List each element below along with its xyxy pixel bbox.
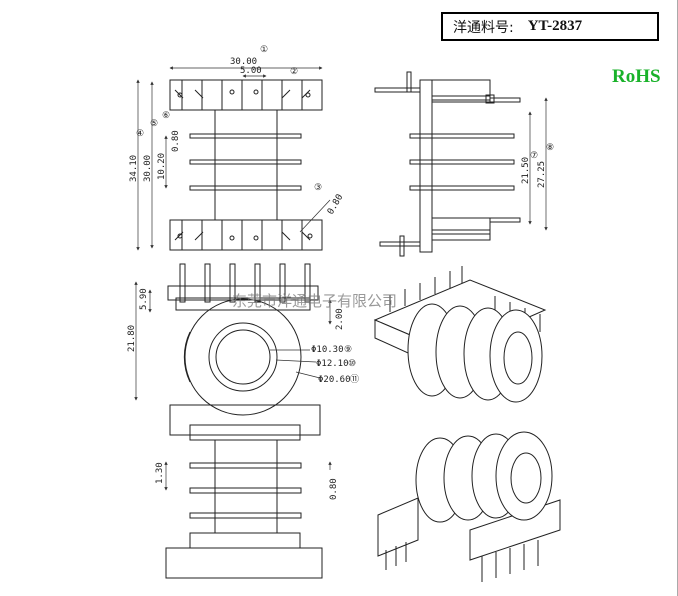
dim-flange-thick-top: 0.80 (171, 130, 181, 152)
dim-bore-d1: Φ10.30 (311, 345, 344, 355)
callout-1: ① (260, 45, 268, 55)
callout-7: ⑦ (530, 151, 538, 161)
dim-top-width: 30.00 (230, 57, 257, 67)
top-view-lower-rail (169, 219, 323, 251)
front-view (167, 263, 319, 416)
iso-view-lower (377, 431, 561, 582)
dim-flange-gap: 10.20 (157, 153, 167, 180)
front-view-bore (215, 329, 271, 385)
top-view-pin-slots (174, 80, 313, 250)
front-view-base (167, 285, 319, 301)
part-number-value: YT-2837 (527, 18, 583, 34)
callout-3: ③ (314, 183, 322, 193)
iso-lower-pins (385, 540, 539, 582)
side-view (374, 71, 521, 257)
dim-front-flange-thick: 2.00 (335, 308, 345, 330)
side-view-pin-legs (374, 87, 421, 247)
dim-bore-d3: Φ20.60 (318, 375, 351, 385)
front-view-outer-flange (184, 298, 302, 416)
callout-11: ⑪ (350, 374, 359, 385)
bottom-view-flanges (189, 462, 302, 519)
callout-9: ⑨ (344, 345, 352, 355)
front-view-dims (134, 281, 332, 401)
callout-2: ② (290, 67, 298, 77)
bottom-view-upper-rail (169, 404, 321, 436)
side-view-flanges (409, 133, 515, 191)
dim-pin-pitch: 5.00 (240, 66, 262, 76)
dim-pin-dia: 0.80 (326, 193, 346, 217)
part-number-label: 洋通料号: (453, 19, 514, 36)
top-view (169, 79, 323, 251)
bottom-view-dims (164, 461, 332, 491)
dim-side-outer: 27.25 (537, 161, 547, 188)
dim-side-inner: 21.50 (521, 157, 531, 184)
rohs-badge: RoHS (612, 66, 661, 87)
watermark-text: 东莞市洋通电子有限公司 (232, 292, 397, 310)
bottom-view-lower-rail (165, 547, 323, 579)
top-view-upper-rail (169, 79, 323, 111)
top-view-core-walls (214, 110, 278, 220)
callout-6: ⑥ (162, 111, 170, 121)
callout-5: ⑤ (150, 119, 158, 129)
dim-inner-height: 30.00 (143, 155, 153, 182)
dim-front-total-height: 21.80 (127, 325, 137, 352)
callout-10: ⑩ (348, 359, 356, 369)
top-view-flanges (189, 133, 302, 191)
front-view-pins (179, 263, 311, 303)
callout-marks: ① ② ③ ④ ⑤ ⑥ ⑦ ⑧ ⑨ ⑩ ⑪ (136, 45, 554, 385)
dim-bottom-flange-thick-b: 0.80 (329, 478, 339, 500)
front-view-bobbin (208, 322, 278, 392)
side-view-base (419, 79, 433, 253)
side-view-dims (528, 97, 548, 231)
bottom-view (165, 404, 323, 579)
dim-front-pin-height: 5.90 (139, 288, 149, 310)
callout-4: ④ (136, 129, 144, 139)
dim-total-height: 34.10 (129, 155, 139, 182)
dim-bore-d2: Φ12.10 (316, 359, 349, 369)
iso-view-upper (373, 266, 547, 403)
dim-bottom-flange-thick: 1.30 (155, 462, 165, 484)
callout-8: ⑧ (546, 143, 554, 153)
title-box: 洋通料号: YT-2837 (441, 12, 659, 41)
top-view-dims (136, 66, 331, 251)
